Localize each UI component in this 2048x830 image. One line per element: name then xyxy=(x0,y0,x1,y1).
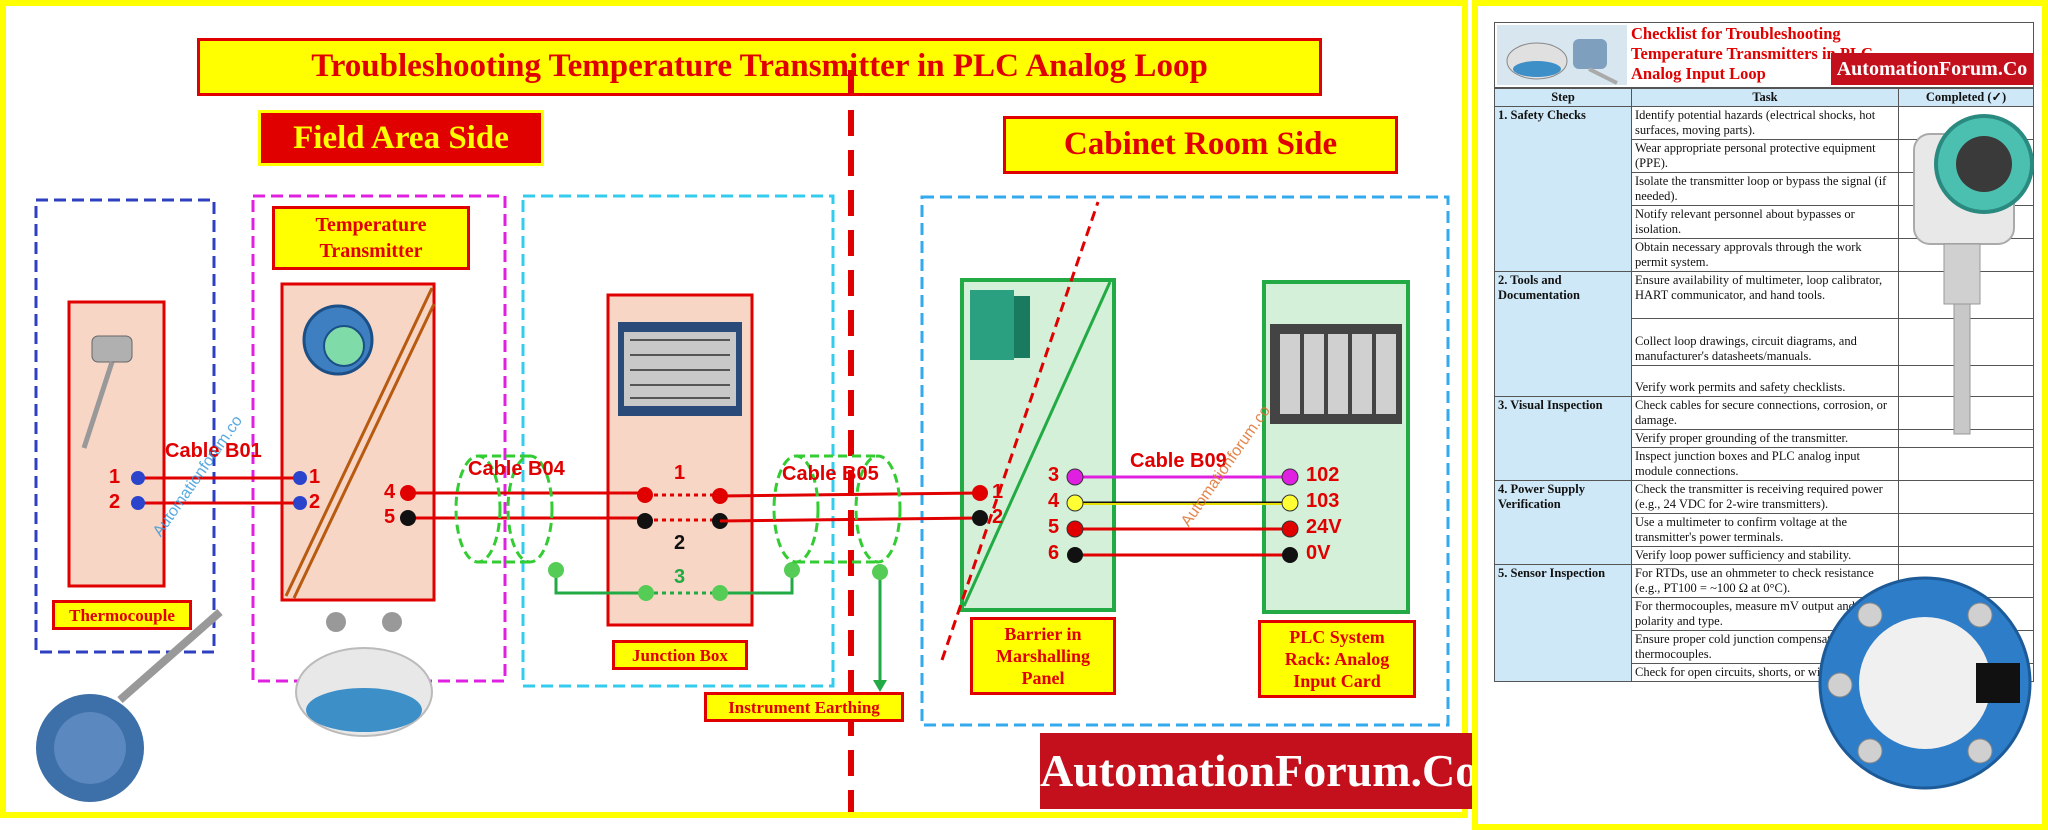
transmitter-photo xyxy=(1497,25,1627,85)
transmitter-zone xyxy=(251,194,507,683)
cable-b01-label: Cable B01 xyxy=(165,440,262,462)
table-row: 1. Safety Checks Identify potential haza… xyxy=(1494,106,2034,272)
checklist-brand: AutomationForum.Co xyxy=(1831,53,2033,85)
cabinet-side-label: Cabinet Room Side xyxy=(1003,116,1398,174)
step-cell: 2. Tools and Documentation xyxy=(1494,271,1632,397)
transmitter-label: Temperature Transmitter xyxy=(272,206,470,270)
table-row: 4. Power Supply Verification Check the t… xyxy=(1494,480,2034,565)
table-header-row: Step Task Completed (✓) xyxy=(1494,88,2034,107)
step-cell: 3. Visual Inspection xyxy=(1494,396,1632,481)
field-side-label: Field Area Side xyxy=(258,110,544,166)
terminal-label: 5 xyxy=(384,506,396,528)
transmitter-photo-icon xyxy=(1506,39,1618,85)
plc-rack-icon xyxy=(1270,324,1402,424)
task-cell: Use a multimeter to confirm voltage at t… xyxy=(1631,513,1899,547)
transmitter-head-icon xyxy=(302,304,374,376)
terminal-label: 4 xyxy=(1048,490,1060,512)
header-step: Step xyxy=(1494,88,1632,107)
checklist-title: Checklist for Troubleshooting Temperatur… xyxy=(1631,24,1873,83)
table-row: Verify loop power sufficiency and stabil… xyxy=(1495,546,2034,565)
task-cell: Verify loop power sufficiency and stabil… xyxy=(1631,546,1899,565)
junction-box-label: Junction Box xyxy=(612,640,748,670)
task-cell: Check the transmitter is receiving requi… xyxy=(1631,480,1899,514)
terminal-label: 2 xyxy=(309,491,321,513)
cabinet-zone xyxy=(920,195,1450,727)
head-transmitter-photo xyxy=(295,612,433,737)
brand-banner: AutomationForum.Co xyxy=(1040,733,1478,809)
terminal-label: 0V xyxy=(1306,542,1331,564)
table-row: Use a multimeter to confirm voltage at t… xyxy=(1495,513,2034,547)
task-cell: Wear appropriate personal protective equ… xyxy=(1631,139,1899,173)
step-cell: 4. Power Supply Verification xyxy=(1494,480,1632,565)
diagram-title: Troubleshooting Temperature Transmitter … xyxy=(197,38,1322,96)
cable-b09-label: Cable B09 xyxy=(1130,450,1227,472)
completed-checkbox[interactable] xyxy=(1898,447,2034,481)
step-cell: 1. Safety Checks xyxy=(1494,106,1632,272)
table-row: 5. Sensor Inspection For RTDs, use an oh… xyxy=(1494,564,2034,682)
terminal-label: 103 xyxy=(1306,490,1340,512)
task-cell: Inspect junction boxes and PLC analog in… xyxy=(1631,447,1899,481)
terminal-label: 24V xyxy=(1306,516,1342,538)
completed-checkbox[interactable] xyxy=(1898,480,2034,514)
barrier-label: Barrier in Marshalling Panel xyxy=(970,617,1116,695)
thermocouple-zone xyxy=(34,198,216,654)
terminal-label: 1 xyxy=(992,481,1004,503)
terminal-label: 2 xyxy=(109,491,121,513)
cable-b04-label: Cable B04 xyxy=(468,458,565,480)
terminal-label: 3 xyxy=(1048,464,1060,486)
task-cell: Identify potential hazards (electrical s… xyxy=(1631,106,1899,140)
terminal-label: 2 xyxy=(674,532,686,554)
task-cell: Ensure availability of multimeter, loop … xyxy=(1631,271,1899,319)
table-row: Inspect junction boxes and PLC analog in… xyxy=(1495,447,2034,481)
junction-zone xyxy=(521,194,835,688)
terminal-label: 6 xyxy=(1048,542,1060,564)
terminal-label: 4 xyxy=(384,481,396,503)
task-cell: Collect loop drawings, circuit diagrams,… xyxy=(1631,318,1899,366)
terminal-strip-icon xyxy=(618,322,742,416)
thermocouple-sensor-icon xyxy=(81,335,133,449)
header-completed: Completed (✓) xyxy=(1898,88,2034,107)
task-cell: Obtain necessary approvals through the w… xyxy=(1631,238,1899,272)
terminal-label: 1 xyxy=(309,466,321,488)
thermocouple-label: Thermocouple xyxy=(52,600,192,630)
task-cell: Verify work permits and safety checklist… xyxy=(1631,365,1899,397)
terminal-label: 1 xyxy=(109,466,121,488)
task-cell: Check cables for secure connections, cor… xyxy=(1631,396,1899,430)
terminal-label: 1 xyxy=(674,462,686,484)
step-cell: 5. Sensor Inspection xyxy=(1494,564,1632,682)
wiring-diagram xyxy=(34,70,1450,812)
terminal-label: 102 xyxy=(1306,464,1340,486)
table-row: Collect loop drawings, circuit diagrams,… xyxy=(1495,318,2034,366)
header-task: Task xyxy=(1631,88,1899,107)
task-cell: For RTDs, use an ohmmeter to check resis… xyxy=(1631,564,1899,598)
table-row: 3. Visual Inspection Check cables for se… xyxy=(1494,396,2034,481)
cable-b05-label: Cable B05 xyxy=(782,463,879,485)
terminal-label: 2 xyxy=(992,506,1004,528)
terminal-label: 5 xyxy=(1048,516,1060,538)
checklist-header: Checklist for Troubleshooting Temperatur… xyxy=(1494,22,2034,88)
transmitter-product-photo xyxy=(1913,114,2034,435)
task-cell: Notify relevant personnel about bypasses… xyxy=(1631,205,1899,239)
instrument-earthing-label: Instrument Earthing xyxy=(704,692,904,722)
task-cell: Verify proper grounding of the transmitt… xyxy=(1631,429,1899,448)
completed-checkbox[interactable] xyxy=(1898,513,2034,547)
terminal-label: 3 xyxy=(674,566,686,588)
table-row: Verify proper grounding of the transmitt… xyxy=(1495,429,2034,448)
head-mount-transmitter-photo xyxy=(1818,576,2032,790)
plc-label: PLC System Rack: Analog Input Card xyxy=(1258,620,1416,698)
barrier-module-icon xyxy=(970,290,1030,360)
completed-checkbox[interactable] xyxy=(1898,546,2034,565)
task-cell: Isolate the transmitter loop or bypass t… xyxy=(1631,172,1899,206)
thermocouple-head-photo xyxy=(36,608,223,802)
